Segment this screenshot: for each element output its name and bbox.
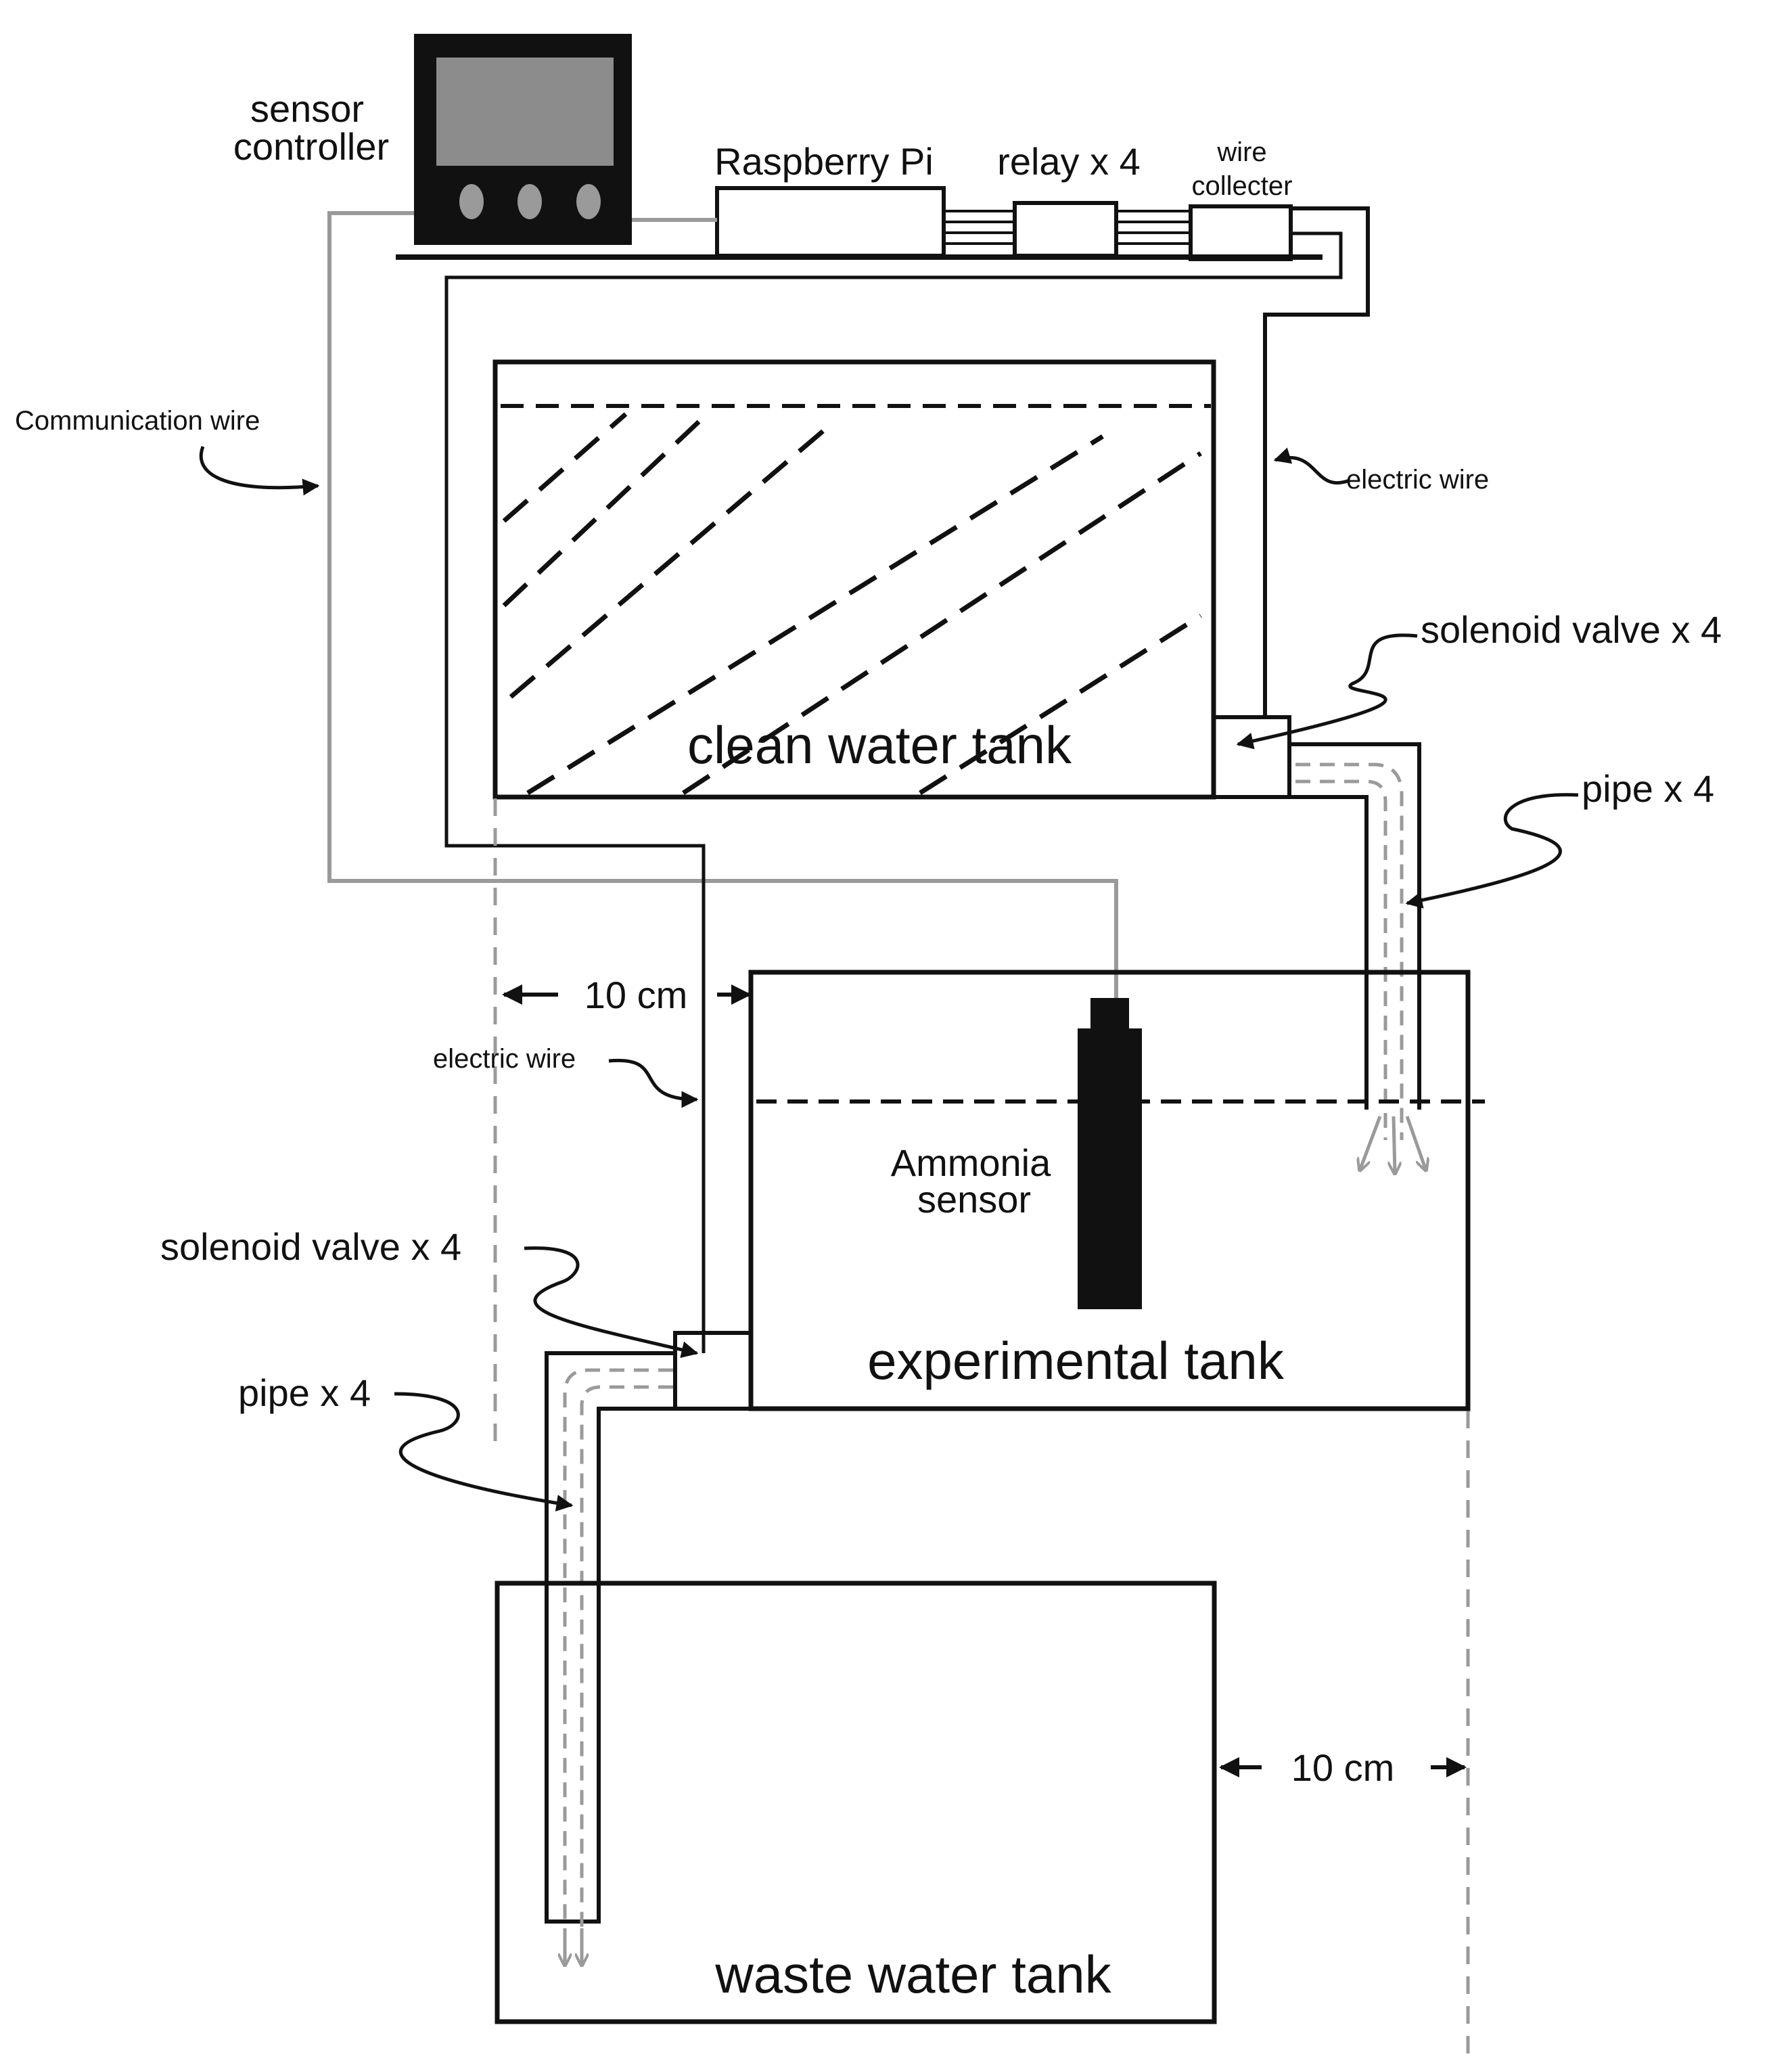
pipe-top-outflow-arrows: [1360, 1116, 1426, 1174]
ammonia-sensor-label-line2: sensor: [917, 1178, 1031, 1221]
wire-collector-label-line1: wire: [1216, 137, 1266, 167]
pipe-bottom-outflow-arrows: [565, 1928, 582, 1966]
waste-water-tank: waste water tank: [495, 1581, 1217, 2024]
raspberry-pi-label: Raspberry Pi: [714, 140, 934, 183]
electric-wire-top-label: electric wire: [1346, 465, 1489, 495]
pipe-top-inner: [1289, 795, 1369, 1110]
sensor-controller: sensor controller: [233, 34, 632, 245]
pipe-bottom-pointer: [394, 1392, 574, 1512]
waste-water-tank-body: [495, 1581, 1217, 2024]
pipe-top-outer: [1289, 742, 1421, 1110]
wire-collector-label-line2: collecter: [1192, 171, 1293, 201]
pipe-bottom-label: pipe x 4: [238, 1371, 371, 1414]
ammonia-sensor-probe: [1078, 1028, 1142, 1309]
clean-water-tank-label: clean water tank: [687, 715, 1072, 775]
pipe-top-flow-1: [1295, 763, 1404, 1140]
solenoid-valve-bottom: [673, 1331, 753, 1411]
pipe-top-pointer: [1405, 793, 1579, 909]
clean-water-tank-body: [492, 359, 1216, 800]
electric-wire-right: [1263, 206, 1370, 717]
distance-top-label: 10 cm: [584, 974, 688, 1016]
solenoid-valve-top-label: solenoid valve x 4: [1421, 608, 1722, 651]
communication-wire-pointer: [199, 446, 320, 496]
experimental-tank: experimental tank: [748, 970, 1485, 1411]
distance-bottom-label: 10 cm: [1291, 1746, 1395, 1789]
raspberry-pi-box: [715, 186, 946, 258]
ammonia-sensor-cap: [1090, 998, 1129, 1032]
ammonia-sensor: Ammonia sensor: [891, 998, 1142, 1309]
solenoid-valve-top: [1212, 715, 1291, 799]
controller-knob-middle: [518, 184, 542, 219]
pipe-top-label: pipe x 4: [1582, 767, 1714, 810]
solenoid-valve-top-pointer: [1236, 633, 1418, 750]
clean-water-hatching: [502, 412, 1202, 795]
electric-wire-mid-label: electric wire: [433, 1044, 576, 1074]
sensor-controller-label-line2: controller: [233, 125, 389, 168]
pipe-top-flow-2: [1295, 779, 1387, 1140]
relay: relay x 4: [997, 140, 1141, 258]
experimental-tank-label: experimental tank: [867, 1331, 1285, 1390]
experimental-tank-body: [748, 970, 1471, 1411]
communication-wire: [327, 211, 1118, 1005]
clean-water-tank: clean water tank: [492, 359, 1216, 800]
relay-label: relay x 4: [997, 140, 1141, 183]
relay-box: [1013, 201, 1118, 258]
sensor-controller-label-line1: sensor: [250, 87, 364, 130]
pipe-bottom-flow-2: [580, 1385, 673, 1959]
electric-wire-collector-loop: [444, 231, 1343, 1353]
controller-knob-left: [459, 184, 484, 219]
raspberry-pi: Raspberry Pi: [714, 140, 946, 258]
pi-relay-ribbon: [944, 210, 1015, 245]
wire-collector: wire collecter: [1189, 137, 1293, 261]
pipe-bottom-flow-1: [563, 1368, 673, 1959]
pipe-bottom-outer: [545, 1351, 675, 1924]
ammonia-sensor-label-line1: Ammonia: [891, 1141, 1051, 1184]
communication-wire-label: Communication wire: [15, 406, 260, 436]
electric-wire-mid-pointer: [608, 1058, 699, 1108]
controller-knob-right: [576, 184, 601, 219]
solenoid-valve-bottom-label: solenoid valve x 4: [160, 1225, 461, 1268]
wire-collector-box: [1189, 204, 1293, 261]
waste-water-tank-label: waste water tank: [714, 1945, 1111, 2004]
relay-collector-ribbon: [1116, 210, 1191, 245]
sensor-controller-screen: [436, 58, 614, 166]
electric-wire-top-pointer: [1273, 447, 1350, 485]
solenoid-valve-bottom-pointer: [524, 1246, 699, 1359]
